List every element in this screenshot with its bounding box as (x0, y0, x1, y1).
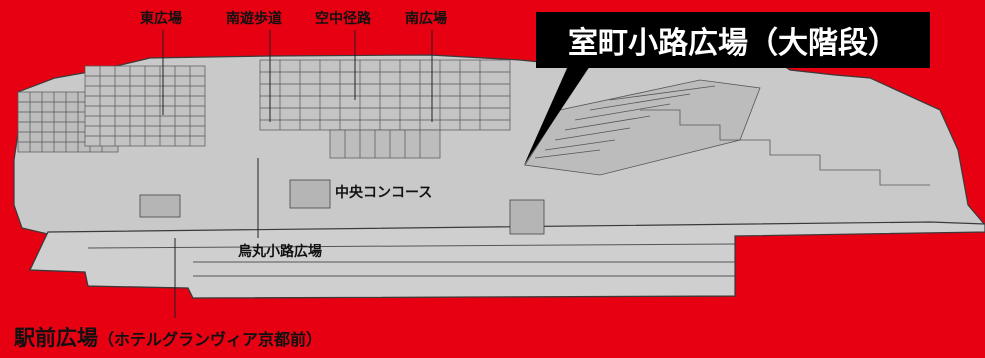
east-hotel-block (17, 65, 206, 153)
label-sky-path: 空中径路 (315, 11, 371, 27)
station-front-title: 駅前広場 (14, 326, 98, 350)
station-front-note: （ホテルグランヴィア京都前） (98, 330, 323, 349)
label-south-plaza: 南広場 (405, 11, 447, 27)
deck-line (87, 243, 736, 249)
escalators (139, 179, 545, 235)
label-station-front-plaza: 駅前広場（ホテルグランヴィア京都前） (14, 322, 322, 352)
label-east-plaza: 東広場 (140, 11, 182, 27)
label-muromachi-plaza: 室町小路広場（大階段） (536, 12, 930, 68)
callout-pointer (524, 66, 590, 165)
atrium-roof (259, 59, 511, 159)
label-karasuma-plaza: 烏丸小路広場 (238, 244, 322, 260)
label-south-walkway: 南遊歩道 (226, 11, 282, 27)
label-central-concourse: 中央コンコース (335, 185, 433, 201)
lower-deck (29, 221, 985, 299)
